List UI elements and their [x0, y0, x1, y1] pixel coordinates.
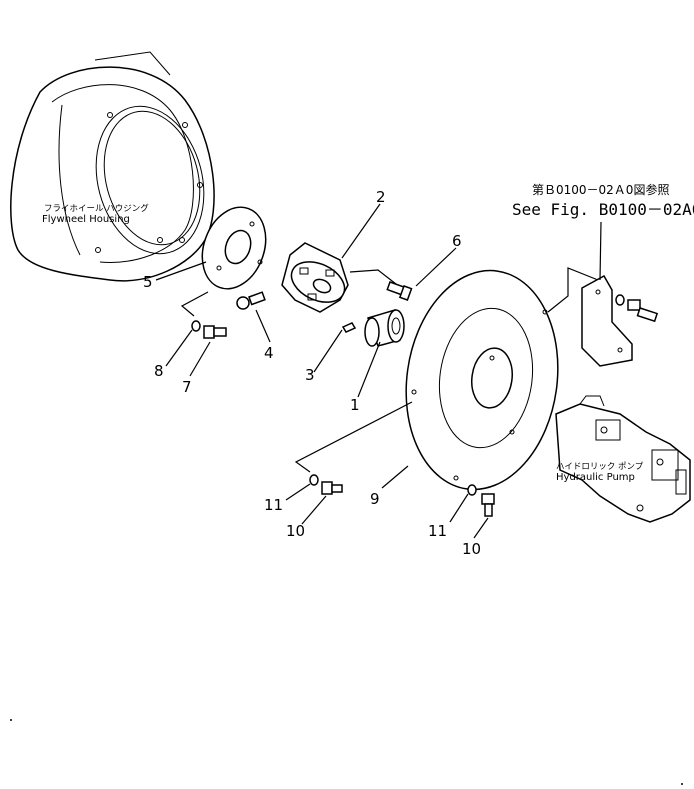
flywheel-housing [10, 51, 215, 282]
callout-9: 9 [370, 490, 380, 508]
reference-note-en: See Fig. B0100－02A0 [512, 200, 694, 219]
hydraulic-pump-label-en: Hydraulic Pump [556, 472, 635, 483]
washer-11-right [467, 484, 477, 496]
reference-note-jp: 第Ｂ0100－02Ａ0図参照 [532, 182, 669, 197]
scan-dot [681, 783, 683, 785]
leader-6 [415, 247, 457, 287]
callout-4: 4 [264, 344, 274, 362]
scan-dot [10, 719, 12, 721]
leader-11-right [449, 493, 469, 523]
leader-reference [599, 221, 602, 281]
callout-1: 1 [350, 396, 360, 414]
callout-5: 5 [143, 273, 153, 291]
leader-2 [341, 203, 381, 259]
callout-2: 2 [376, 188, 386, 206]
leader-bracket [547, 267, 599, 313]
callout-7: 7 [182, 378, 192, 396]
leader-9 [381, 465, 409, 489]
bolt-10-left [321, 481, 343, 495]
leader-7 [189, 341, 211, 377]
leader-8b [165, 329, 193, 367]
leader-1 [357, 341, 381, 398]
leader-3 [313, 329, 343, 373]
bolt-7 [203, 325, 227, 339]
callout-8: 8 [154, 362, 164, 380]
leader-left-bolt [294, 401, 413, 473]
bolt-6 [386, 281, 413, 301]
washer-11-left [309, 474, 319, 486]
washer-8 [191, 320, 201, 332]
bracket [581, 274, 633, 367]
key-3 [341, 322, 357, 333]
leader-10-left [301, 495, 327, 525]
hub-1 [364, 309, 405, 347]
callout-11-right: 11 [428, 522, 447, 540]
leader-11-left [285, 483, 311, 501]
hydraulic-pump [555, 395, 691, 523]
flywheel-housing-label-en: Flywheel Housing [42, 214, 130, 225]
callout-11-left: 11 [264, 496, 283, 514]
coupling-2 [281, 242, 349, 313]
flywheel-disc-9 [405, 269, 559, 491]
leader-8 [180, 291, 209, 317]
bracket-bolt [615, 294, 659, 323]
callout-3: 3 [305, 366, 315, 384]
plate-5 [201, 206, 267, 290]
callout-10-left: 10 [286, 522, 305, 540]
callout-10-right: 10 [462, 540, 481, 558]
leader-10-right [473, 517, 489, 539]
bolt-4 [236, 291, 266, 310]
bolt-10-right [481, 493, 495, 517]
callout-6: 6 [452, 232, 462, 250]
leader-coupling-bolt [349, 269, 397, 285]
leader-4 [255, 309, 271, 343]
hydraulic-pump-label-jp: ハイドロリック ポンプ [556, 462, 644, 472]
flywheel-housing-label-jp: フライホイール ハウジング [44, 203, 149, 214]
leader-5 [155, 261, 207, 281]
